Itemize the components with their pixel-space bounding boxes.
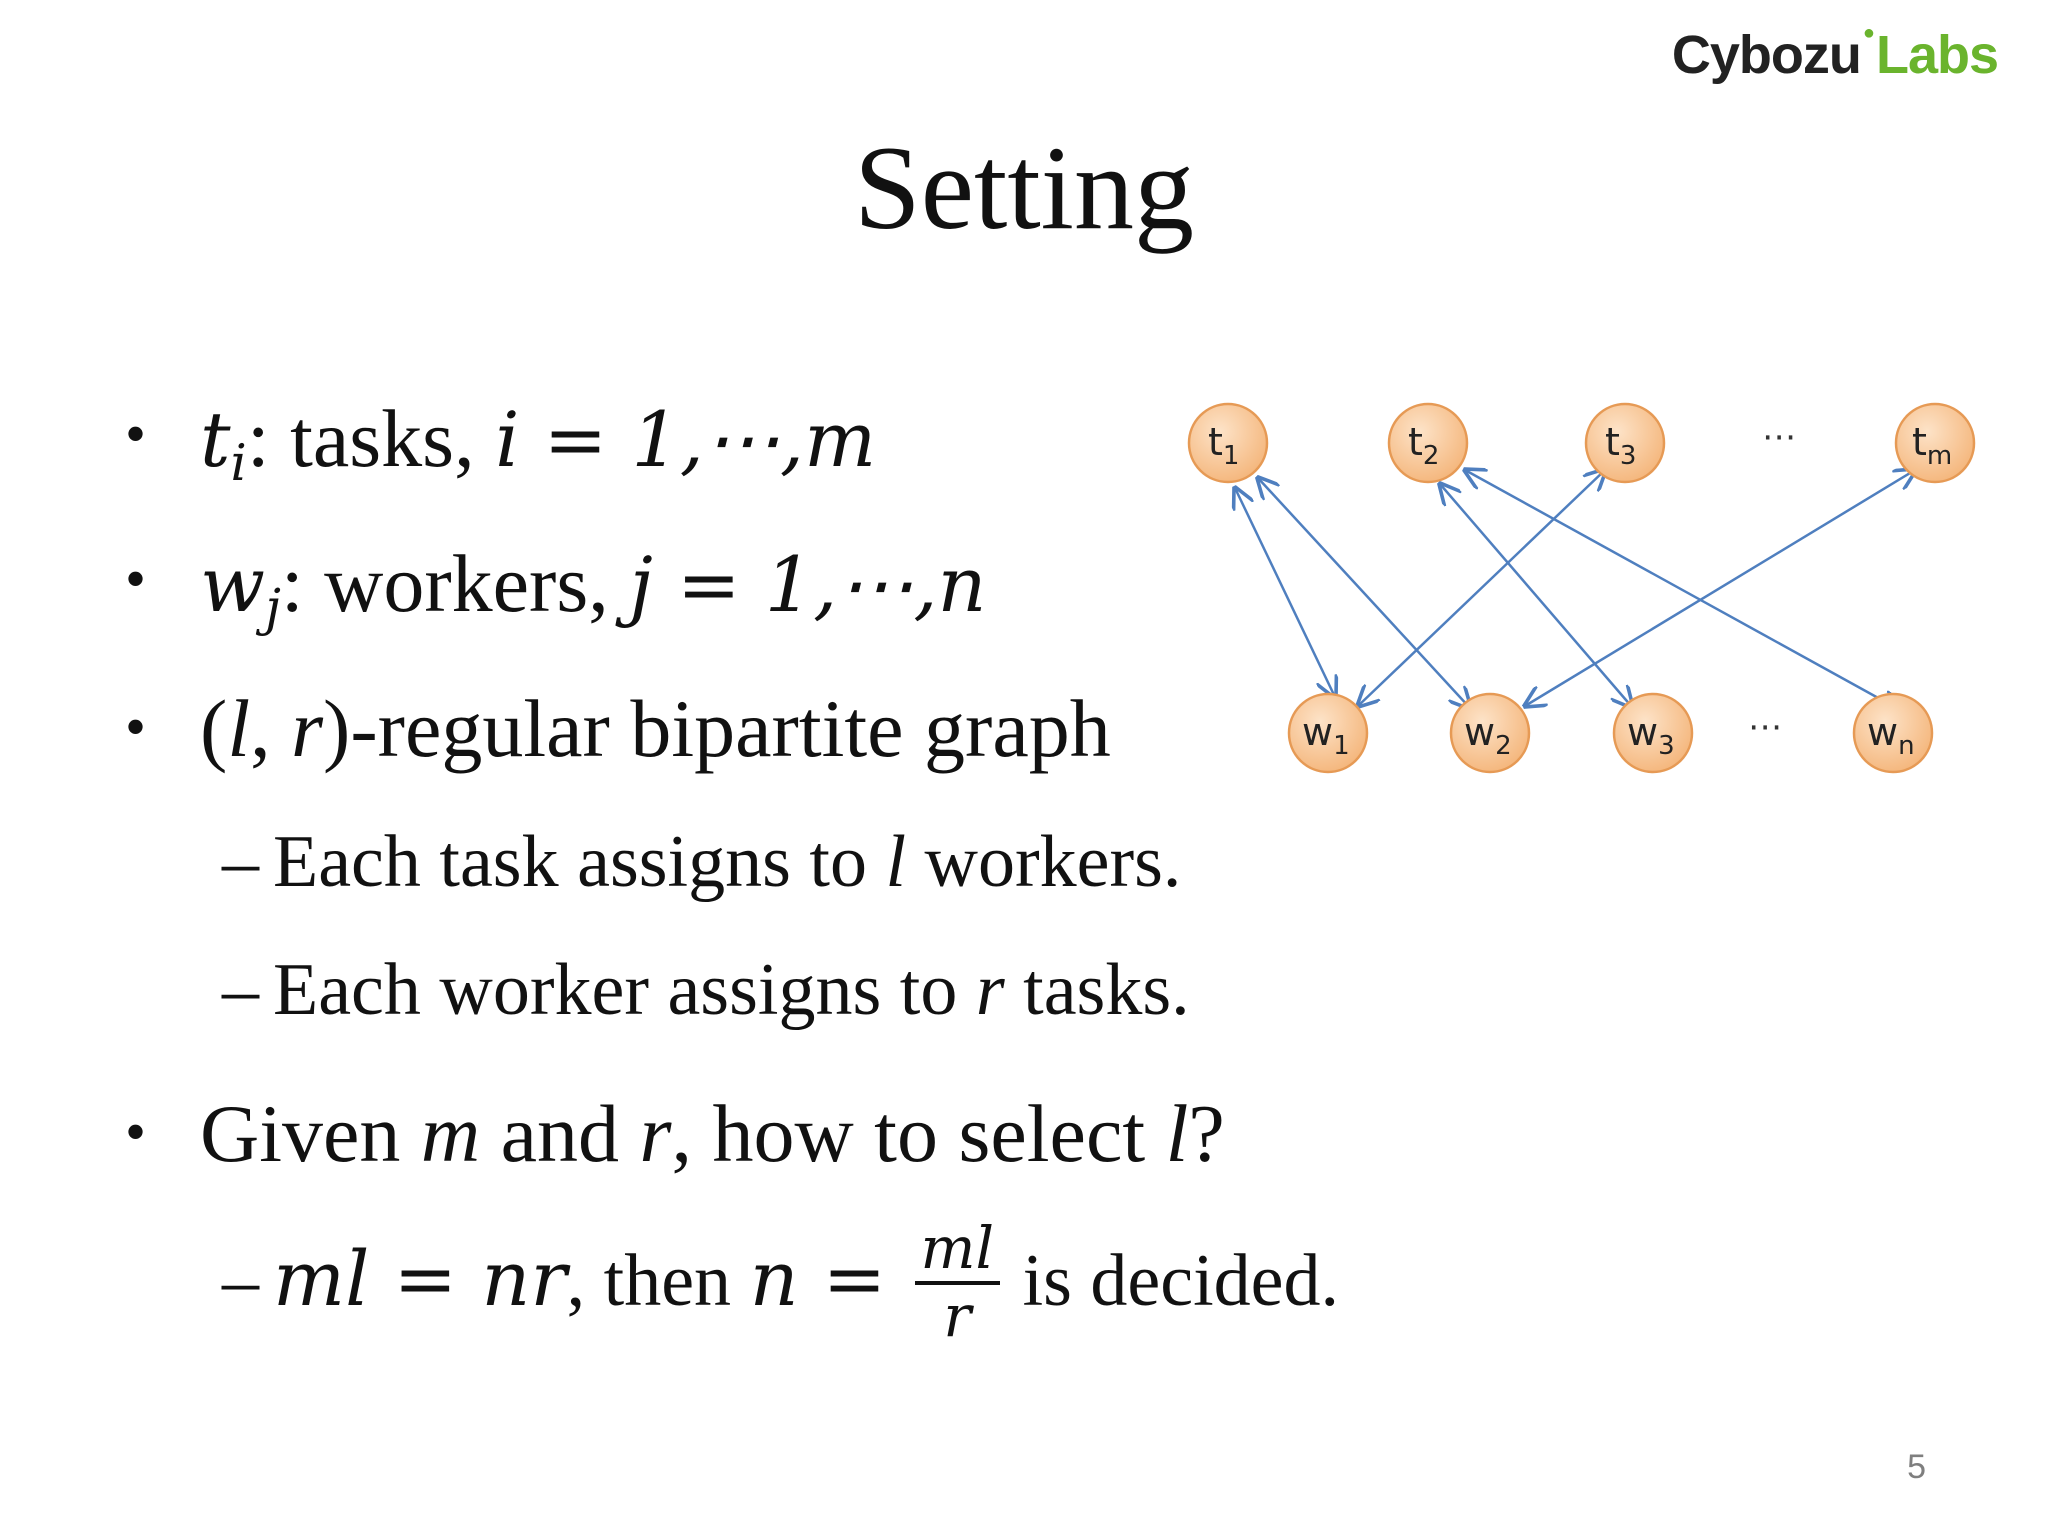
bullet-bipartite: (l, r)-regular bipartite graph <box>200 683 1111 774</box>
bullet-marker: • <box>125 401 147 467</box>
bullet-marker: • <box>125 694 147 760</box>
edge-t1-w1 <box>1235 488 1335 697</box>
sub-bullet-worker-assign: –Each worker assigns to r tasks. <box>222 949 1190 1031</box>
node-t2: t2 <box>1387 402 1469 484</box>
svg-text:w1: w1 <box>1302 710 1350 761</box>
worker-ellipsis: ⋯ <box>1748 707 1782 747</box>
node-w3: w3 <box>1612 692 1694 774</box>
node-w2: w2 <box>1449 692 1531 774</box>
edge-t1-w2 <box>1258 478 1470 708</box>
svg-text:t1: t1 <box>1208 420 1239 471</box>
svg-text:t2: t2 <box>1408 420 1439 471</box>
edge-t2-w3 <box>1440 484 1632 707</box>
sub-bullet-task-assign: –Each task assigns to l workers. <box>222 821 1182 903</box>
svg-text:w3: w3 <box>1627 710 1675 761</box>
svg-text:w2: w2 <box>1464 710 1512 761</box>
svg-text:t3: t3 <box>1605 420 1636 471</box>
edge-tm-w2 <box>1525 470 1915 706</box>
slide-title: Setting <box>853 121 1195 254</box>
edge-t3-w1 <box>1358 470 1605 706</box>
svg-text:tm: tm <box>1912 420 1952 471</box>
node-t1: t1 <box>1187 402 1269 484</box>
node-wn: wn <box>1852 692 1934 774</box>
cybozu-labs-logo: Cybozu●Labs <box>1671 22 1999 85</box>
node-tm: tm <box>1894 402 1976 484</box>
bullet-tasks: ti: tasks, i = 1,⋯,m <box>200 393 877 493</box>
bullet-workers: wj: workers, j = 1,⋯,n <box>200 538 987 638</box>
node-t3: t3 <box>1584 402 1666 484</box>
bullet-question: Given m and r, how to select l? <box>200 1088 1225 1179</box>
bullet-marker: • <box>125 1099 147 1165</box>
svg-text:wn: wn <box>1867 710 1915 761</box>
task-ellipsis: ⋯ <box>1762 417 1796 457</box>
node-w1: w1 <box>1287 692 1369 774</box>
bullet-marker: • <box>125 546 147 612</box>
page-number: 5 <box>1907 1448 1926 1486</box>
